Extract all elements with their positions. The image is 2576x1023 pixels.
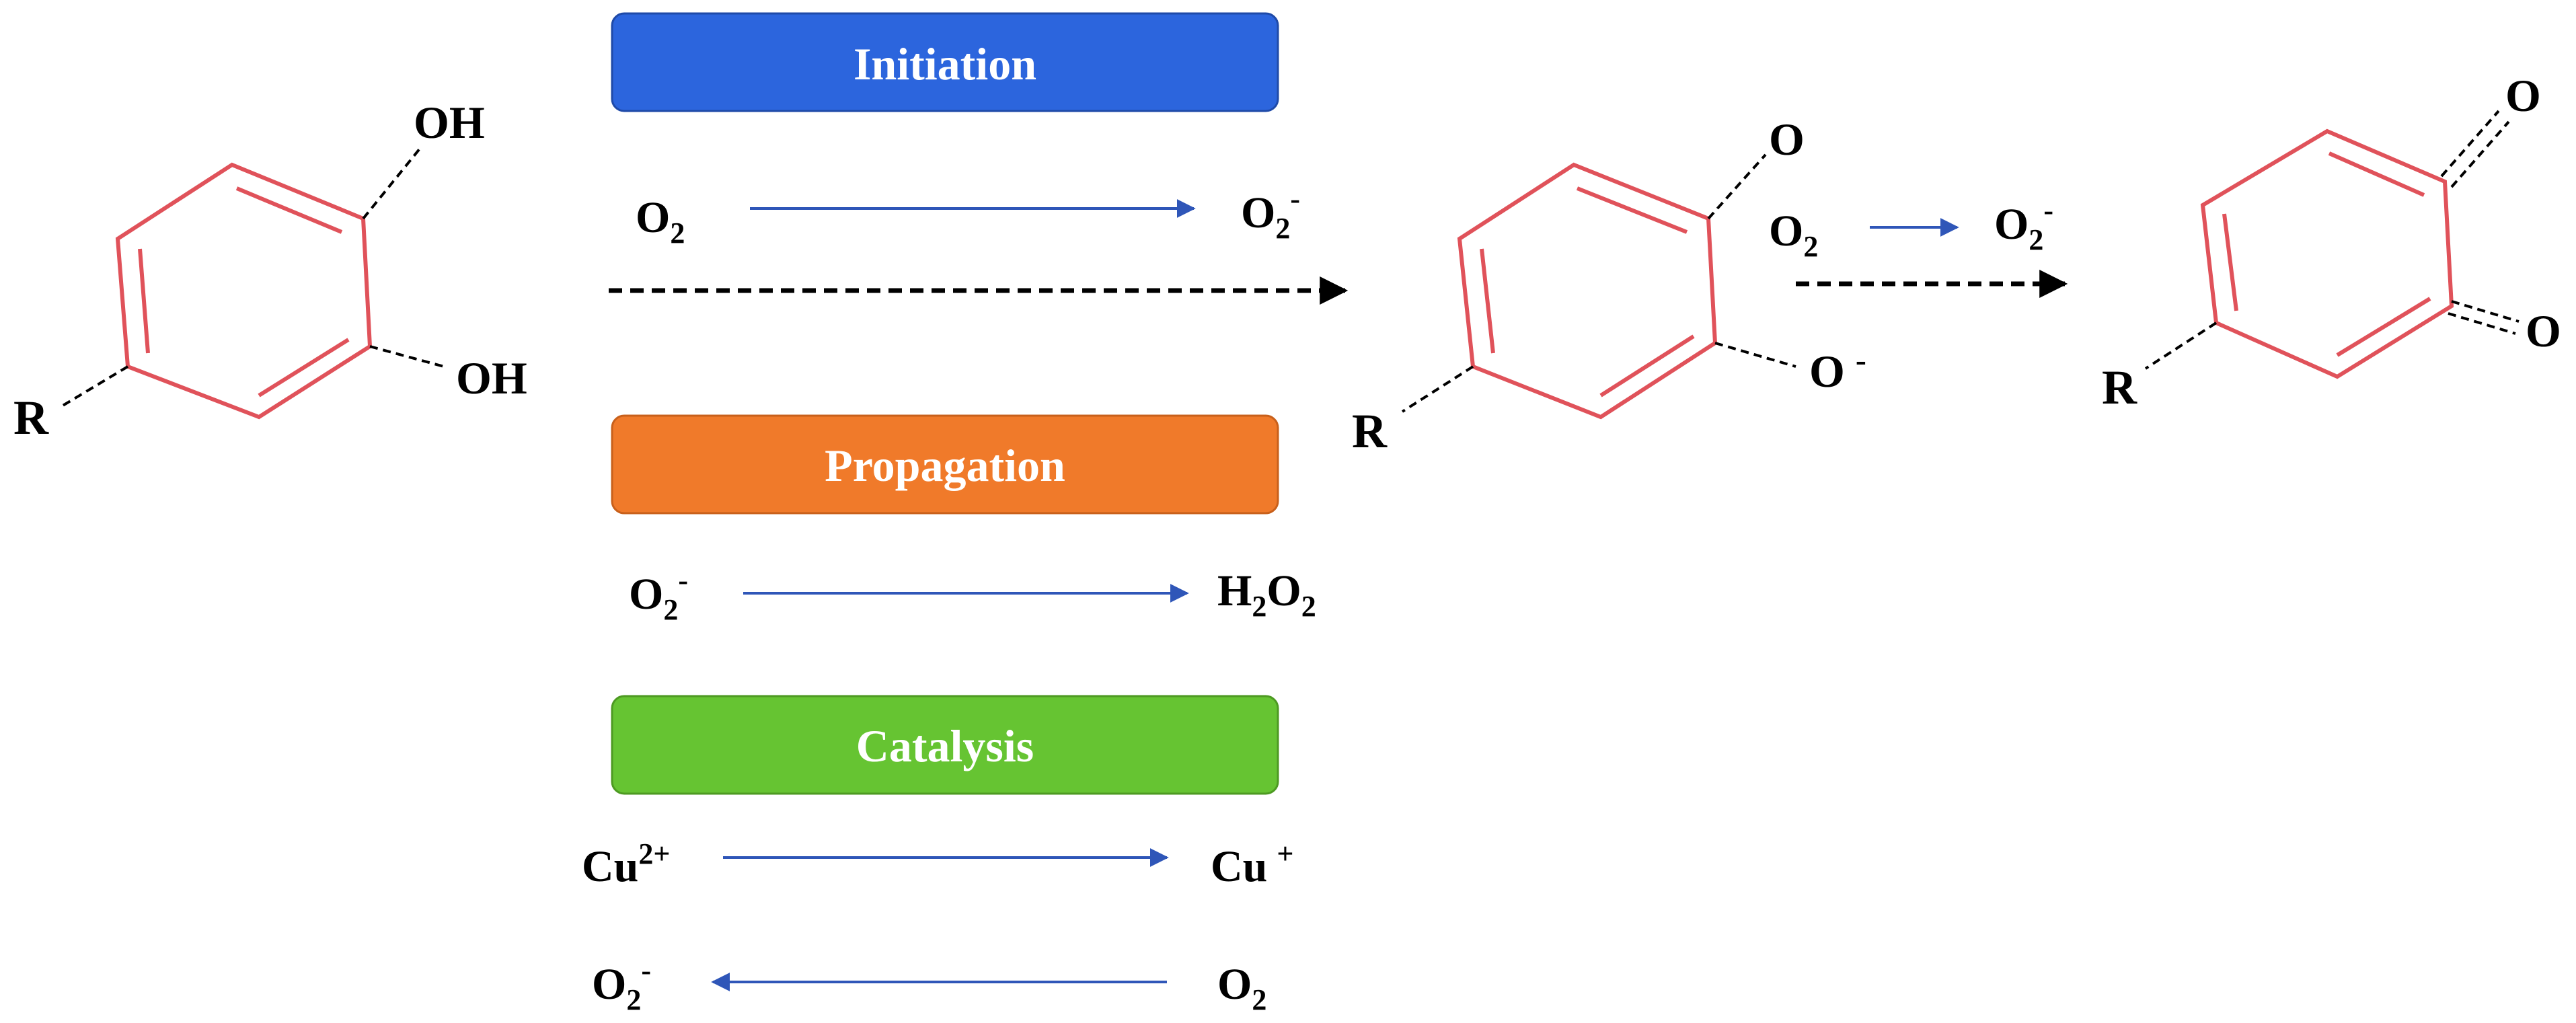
propagation-label-box xyxy=(611,414,1279,515)
semiquinone-r-group: R xyxy=(1352,404,1388,458)
catechol-inner-bond-3 xyxy=(138,248,150,354)
catalysis-copper-reactant: Cu2+ xyxy=(582,837,670,891)
semiquinone-o-bond-bottom xyxy=(1714,342,1796,368)
propagation-reactant: O2- xyxy=(629,564,688,626)
semiquinone-inner-bond-3 xyxy=(1480,248,1495,354)
catalysis-stage: Catalysis Cu2+ Cu+ O2- O2 xyxy=(582,695,1293,1016)
catechol-oh-bond-bottom xyxy=(369,345,445,368)
quinone-carbonyl-top-1 xyxy=(2440,110,2500,178)
catechol-r-bond xyxy=(59,365,129,408)
initiation-label-box xyxy=(611,12,1279,112)
second-oxidation-step: O2 O2- xyxy=(1769,194,2068,298)
catalysis-superoxide: O2- xyxy=(592,954,651,1016)
quinone-molecule: O O R xyxy=(2102,70,2561,414)
quinone-inner-bond-3 xyxy=(2222,213,2238,311)
quinone-carbonyl-bottom-1 xyxy=(2451,300,2520,323)
propagation-label: Propagation xyxy=(825,440,1065,491)
quinone-carbonyl-top-2 xyxy=(2450,120,2510,188)
catalysis-copper-product: Cu+ xyxy=(1211,837,1293,891)
catechol-oh-bottom: OH xyxy=(456,352,527,404)
initiation-label: Initiation xyxy=(854,38,1036,89)
quinone-o-bottom: O xyxy=(2526,305,2561,356)
catechol-inner-bond-2 xyxy=(258,338,350,397)
catechol-oh-bond-top xyxy=(362,147,422,220)
semiquinone-o-bottom: O- xyxy=(1809,342,1866,397)
catechol-inner-bond-1 xyxy=(235,186,343,234)
semiquinone-molecule: O O- R xyxy=(1352,114,1866,458)
semiquinone-r-bond xyxy=(1401,365,1474,413)
quinone-carbonyl-bottom-2 xyxy=(2448,312,2516,335)
quinone-r-group: R xyxy=(2102,361,2137,414)
catechol-molecule: OH OH R xyxy=(13,97,527,445)
second-step-product: O2- xyxy=(1994,194,2053,256)
catalysis-label-box xyxy=(611,695,1279,795)
second-step-reactant: O2 xyxy=(1769,206,1818,263)
semiquinone-o-bond-top xyxy=(1707,153,1767,220)
initiation-stage: Initiation O2 O2- xyxy=(609,12,1349,305)
propagation-stage: Propagation O2- H2O2 xyxy=(611,414,1316,626)
catalysis-oxygen: O2 xyxy=(1217,960,1266,1016)
semiquinone-o-top: O xyxy=(1769,114,1805,165)
quinone-r-bond xyxy=(2144,321,2218,370)
semiquinone-inner-bond-2 xyxy=(1599,334,1695,397)
quinone-o-top: O xyxy=(2505,70,2541,121)
semiquinone-benzene-ring xyxy=(1457,162,1718,420)
quinone-ring xyxy=(2200,128,2454,379)
quinone-inner-bond-2 xyxy=(2336,297,2431,357)
catalysis-label: Catalysis xyxy=(856,720,1034,771)
quinone-inner-bond-1 xyxy=(2328,151,2425,197)
semiquinone-inner-bond-1 xyxy=(1576,186,1688,234)
propagation-product: H2O2 xyxy=(1217,566,1316,623)
initiation-reactant: O2 xyxy=(636,193,685,250)
catechol-oh-top: OH xyxy=(414,97,485,148)
catechol-r-group: R xyxy=(13,391,49,445)
catechol-benzene-ring xyxy=(115,162,373,420)
initiation-product: O2- xyxy=(1241,182,1300,245)
